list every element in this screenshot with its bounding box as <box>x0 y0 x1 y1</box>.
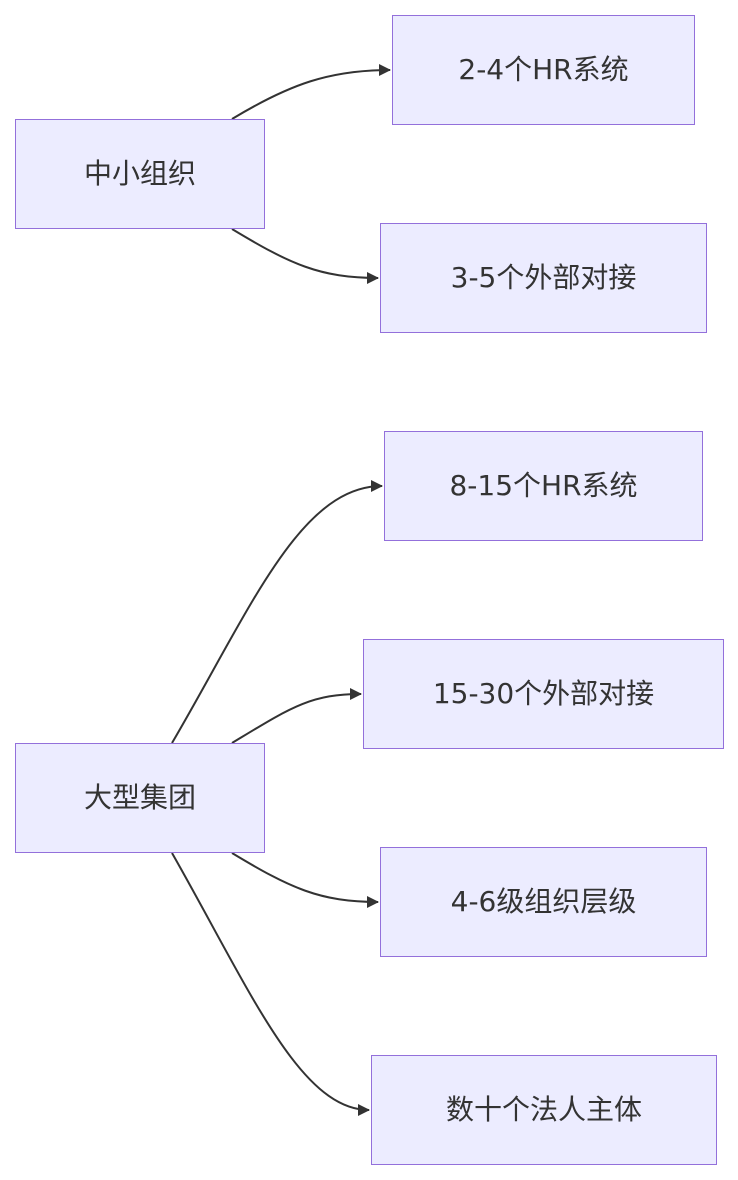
node-large-org-levels: 4-6级组织层级 <box>380 847 707 957</box>
node-small-org: 中小组织 <box>15 119 265 229</box>
node-small-hr-systems: 2-4个HR系统 <box>392 15 695 125</box>
edge-large-to-ext <box>231 688 362 744</box>
node-large-hr-systems: 8-15个HR系统 <box>384 431 703 541</box>
edge-large-to-levels <box>231 852 379 908</box>
node-large-external-integrations: 15-30个外部对接 <box>363 639 724 749</box>
edge-small-to-hr <box>231 64 391 120</box>
node-large-legal-entities: 数十个法人主体 <box>371 1055 717 1165</box>
edge-small-to-ext <box>231 228 379 284</box>
node-large-group: 大型集团 <box>15 743 265 853</box>
edge-large-to-entities <box>171 852 370 1116</box>
node-small-external-integrations: 3-5个外部对接 <box>380 223 707 333</box>
edge-large-to-hr <box>171 480 383 744</box>
